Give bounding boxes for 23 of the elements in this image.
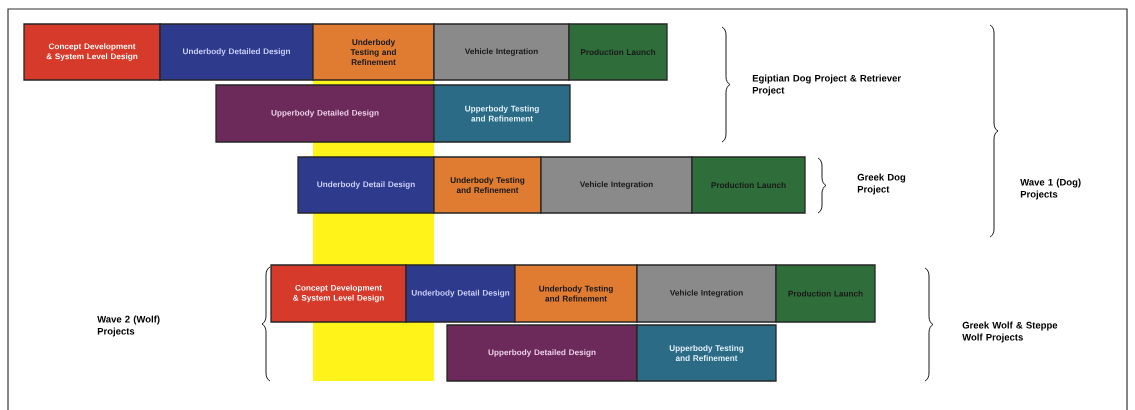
group-label: Greek Wolf & Steppe Wolf Projects (962, 321, 1058, 343)
task-bar: Concept Development & System Level Design (23, 23, 161, 81)
task-bar: Concept Development & System Level Design (270, 264, 407, 323)
task-bar: Production Launch (775, 264, 876, 323)
task-bar: Upperbody Testing and Refinement (433, 84, 571, 143)
task-bar: Vehicle Integration (636, 264, 777, 323)
task-bar: Upperbody Detailed Design (215, 84, 435, 143)
group-label: Greek Dog Project (857, 173, 906, 195)
task-bar: Vehicle Integration (433, 23, 570, 81)
task-bar: Production Launch (568, 23, 668, 81)
group-label: Wave 2 (Wolf) Projects (97, 315, 160, 337)
task-bar: Production Launch (691, 156, 806, 214)
task-bar: Vehicle Integration (540, 156, 693, 214)
task-bar: Upperbody Detailed Design (446, 324, 638, 382)
task-bar: Underbody Detail Design (405, 264, 516, 323)
task-bar: Underbody Detailed Design (159, 23, 314, 81)
task-bar: Underbody Testing and Refinement (312, 23, 435, 81)
task-bar: Underbody Testing and Refinement (514, 264, 638, 323)
group-label: Wave 1 (Dog) Projects (1020, 178, 1081, 200)
task-bar: Underbody Detail Design (297, 156, 435, 214)
group-label: Egiptian Dog Project & Retriever Project (752, 74, 901, 96)
task-bar: Upperbody Testing and Refinement (636, 324, 777, 382)
task-bar: Underbody Testing and Refinement (433, 156, 542, 214)
